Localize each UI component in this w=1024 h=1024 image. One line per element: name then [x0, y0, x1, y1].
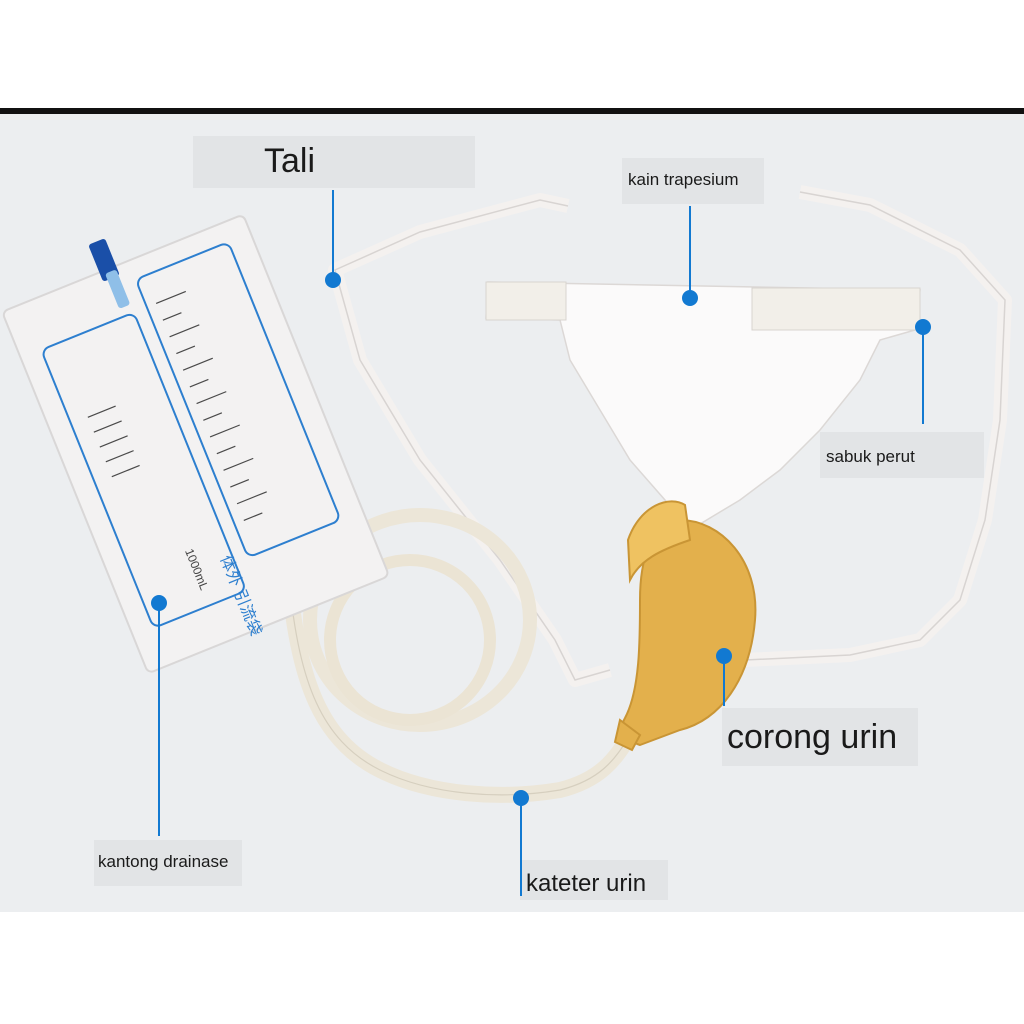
bag-scale-tick [216, 445, 236, 455]
bag-scale-tick [223, 457, 254, 471]
bag-scale-tick [93, 420, 122, 433]
label-sabuk-perut: sabuk perut [826, 447, 915, 466]
label-bg-kantong [94, 840, 242, 886]
label-tali: Tali [264, 142, 316, 180]
label-bg-corong [722, 708, 918, 766]
bag-scale-tick [209, 424, 240, 438]
waist-belt-right [751, 287, 921, 331]
label-corong-urin: corong urin [727, 718, 898, 756]
label-kain-trapesium: kain trapesium [628, 170, 739, 189]
funnel-rim [626, 500, 692, 584]
bag-inlet [105, 270, 130, 309]
label-bg-sabuk [820, 432, 984, 478]
label-kantong-drainase: kantong drainase [98, 852, 229, 871]
label-kateter-urin: kateter urin [526, 870, 647, 897]
tube-coil-inner [324, 554, 496, 726]
bag-scale-tick [87, 405, 116, 418]
left-strap-edge [334, 199, 611, 681]
drainage-bag: 1000mL 体外 引流袋 [2, 215, 389, 673]
label-bg-kain [622, 158, 764, 204]
bag-scale-tick [196, 391, 227, 405]
waist-belt-left [485, 281, 567, 321]
bag-scale-tick [182, 357, 214, 371]
bag-scale-tick [203, 412, 223, 421]
right-strap-edge [744, 191, 1006, 661]
bag-scale-tick [111, 464, 140, 478]
bag-scale-ticks [87, 290, 267, 521]
bag-scale-right [137, 243, 340, 557]
marker-dot-kantong [151, 595, 167, 611]
trapezoid-fabric [485, 281, 921, 531]
tube-main-edge [289, 589, 631, 796]
bag-scale-tick [162, 312, 182, 321]
marker-dot-tali [325, 272, 341, 288]
label-bg-kateter [520, 860, 668, 900]
bag-scale-left [42, 313, 245, 627]
top-border-line [0, 108, 1024, 114]
marker-dot-kateter [513, 790, 529, 806]
bag-scale-tick [236, 491, 267, 505]
label-bg-tali [193, 136, 475, 188]
bag-scale-tick [99, 435, 128, 448]
bag-cap [89, 238, 119, 282]
marker-dot-sabuk [915, 319, 931, 335]
bag-scale-tick [169, 324, 200, 338]
bag-scale-tick [155, 290, 187, 305]
marker-dot-corong [716, 648, 732, 664]
bag-scale-tick [189, 378, 209, 388]
funnel-outlet [613, 718, 642, 752]
bag-scale-tick [243, 512, 263, 521]
marker-dot-kain [682, 290, 698, 306]
bag-scale-tick [230, 479, 250, 488]
bag-body [2, 215, 389, 673]
bag-scale-tick [105, 450, 134, 463]
bag-scale-tick [176, 345, 196, 355]
